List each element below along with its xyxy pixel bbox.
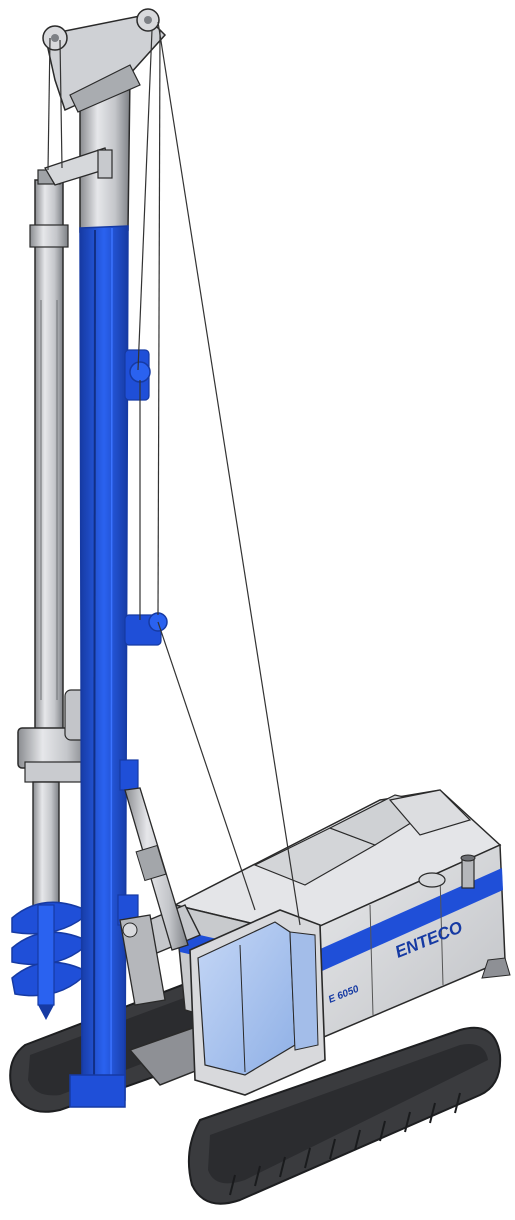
mast — [69, 74, 168, 1108]
exhaust-pipe — [460, 854, 476, 889]
mast-support-linkage — [119, 904, 201, 1006]
pulley-upper — [129, 361, 151, 383]
mast-head — [42, 8, 167, 113]
track-shoes — [229, 1092, 461, 1196]
kelly-bar — [29, 169, 69, 741]
fuel-cap — [418, 872, 446, 888]
raising-cylinder — [124, 787, 189, 951]
upper-guide-slider — [44, 147, 113, 186]
blue-body-stripe — [300, 868, 503, 980]
auger — [11, 781, 92, 1020]
cables — [47, 21, 301, 926]
front-crawler-track — [187, 1026, 502, 1205]
operator-cab — [189, 909, 326, 1096]
outrigger-foot — [481, 957, 511, 979]
